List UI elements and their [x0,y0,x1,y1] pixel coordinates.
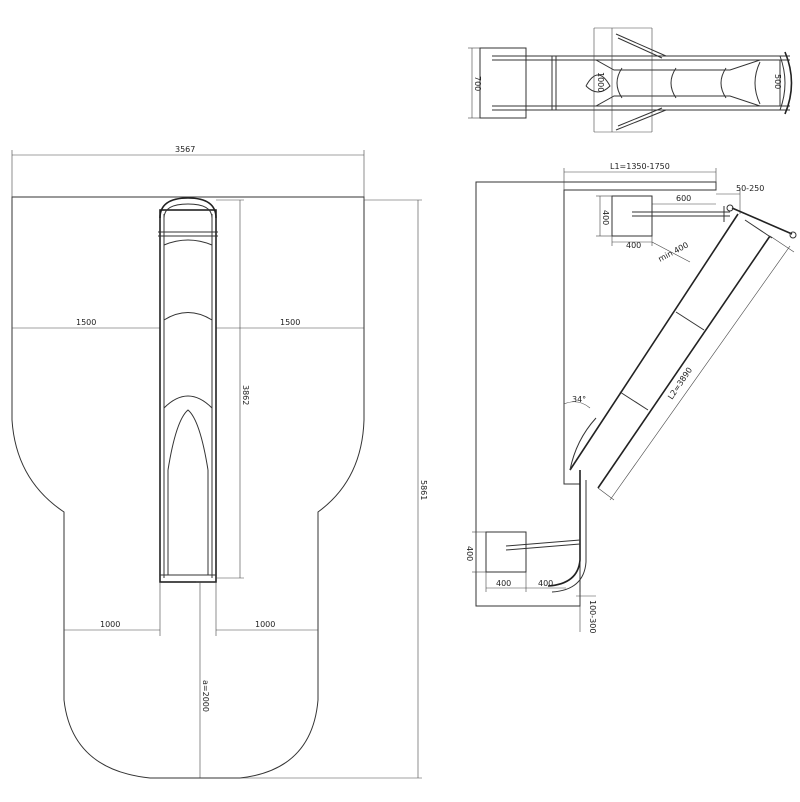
dim-slide-l2: L2=3890 [666,366,694,401]
dim-top-block-w: 400 [626,241,641,250]
dim-safety-width: 3567 [175,145,195,154]
dim-side-left: 1500 [76,318,96,327]
dim-exit-left: 1000 [100,620,120,629]
dim-top-exit: 500 [773,74,782,89]
side-view: L1=1350-1750 50-250 600 400 400 min 400 [465,162,797,633]
dim-slide-length: 3862 [241,385,250,405]
dim-min-clear: min 400 [657,240,690,263]
safety-zone-outline [11,196,365,779]
dim-bottom-offset: 400 [538,579,553,588]
dim-l1: L1=1350-1750 [610,162,670,171]
slide-plan [158,197,218,583]
plan-view: 3567 1500 1500 3 [11,145,428,779]
dim-bottom-block-w: 400 [496,579,511,588]
top-view: 700 1000 500 [468,27,793,133]
dim-top-block-h: 400 [601,210,610,225]
dim-run-out: a=2000 [201,680,210,712]
dim-total-length: 5861 [419,480,428,500]
dim-angle: 34° [572,395,586,404]
dim-side-right: 1500 [280,318,300,327]
dim-platform-len: 600 [676,194,691,203]
dim-bottom-block-h: 400 [465,546,474,561]
dim-exit-right: 1000 [255,620,275,629]
dim-top-width: 700 [473,76,482,91]
dim-top-chute: 1000 [596,72,605,92]
dim-exit-height: 100-300 [588,600,597,633]
dim-overhang: 50-250 [736,184,764,193]
